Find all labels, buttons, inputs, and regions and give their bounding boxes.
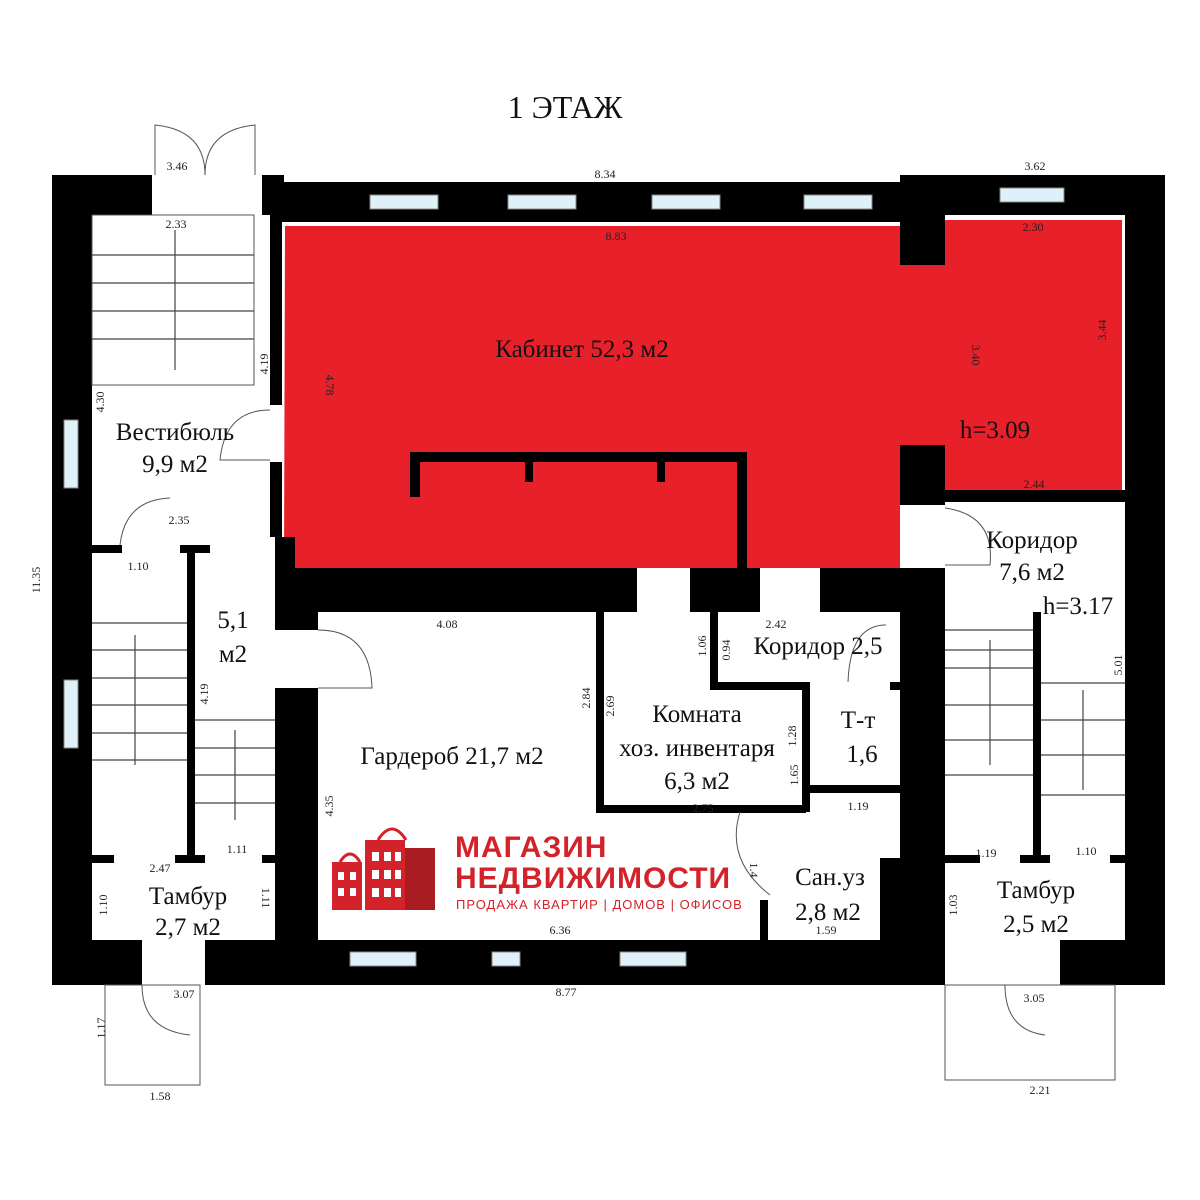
dimension-label: 1.19 — [976, 846, 997, 860]
dimension-label: 8.83 — [606, 229, 627, 243]
dimension-label: 1.59 — [816, 923, 837, 937]
dimension-label: 1.58 — [150, 1089, 171, 1103]
dimension-label: 1.65 — [787, 765, 801, 786]
dimension-label: 1.17 — [94, 1018, 108, 1039]
room-wardrobe: Гардероб 21,7 м2 — [360, 743, 543, 770]
dimension-label: 1.28 — [785, 726, 799, 747]
dimension-label: 8.34 — [595, 167, 616, 181]
room-tambour-right-name: Тамбур — [997, 877, 1075, 904]
dimension-label: 3.62 — [1025, 159, 1046, 173]
room-bathroom-area: 2,8 м2 — [795, 899, 861, 926]
dimension-label: 1.4 — [747, 863, 761, 878]
room-labels: Кабинет 52,3 м2 h=3.09 Вестибюль 9,9 м2 … — [116, 336, 1113, 941]
dimension-label: 2.69 — [603, 696, 617, 717]
room-toilet-area: 1,6 — [846, 741, 877, 768]
doors — [104, 124, 1116, 1086]
dimension-label: 2.35 — [169, 513, 190, 527]
room-stair-unit: м2 — [219, 641, 247, 668]
cabinet-height: h=3.09 — [960, 417, 1030, 444]
dimension-label: 1.11 — [259, 888, 273, 909]
dimension-label: 3.46 — [167, 159, 188, 173]
dimension-label: 4.35 — [322, 796, 336, 817]
dimension-label: 2.84 — [579, 688, 593, 709]
room-tambour-left-name: Тамбур — [149, 883, 227, 910]
room-corridor-name: Коридор — [986, 527, 1078, 554]
dimension-label: 4.78 — [323, 375, 337, 396]
dimension-label: 5.01 — [1111, 655, 1125, 676]
dimension-label: 2.75 — [693, 801, 714, 815]
logo-line1: МАГАЗИН — [455, 831, 607, 864]
dimension-label: 11.35 — [29, 567, 43, 594]
room-storage-2: хоз. инвентаря — [619, 735, 775, 762]
dimension-labels: 3.46 2.33 8.34 8.83 3.62 2.30 3.40 3.44 … — [29, 159, 1125, 1103]
dimension-label: 3.07 — [174, 987, 195, 1001]
buildings-logo-icon — [332, 827, 435, 910]
dimension-label: 4.19 — [197, 684, 211, 705]
room-bathroom-name: Сан.уз — [795, 864, 865, 891]
room-corridor-small: Коридор 2,5 — [753, 633, 882, 660]
dimension-label: 6.36 — [550, 923, 571, 937]
walls — [52, 175, 1165, 985]
dimension-label: 3.40 — [969, 345, 983, 366]
dimension-label: 2.44 — [1024, 477, 1045, 491]
room-storage-3: 6,3 м2 — [664, 768, 730, 795]
dimension-label: 2.30 — [1023, 220, 1044, 234]
dimension-label: 2.21 — [1030, 1083, 1051, 1097]
cabinet-highlight — [284, 220, 1122, 568]
room-tambour-right-area: 2,5 м2 — [1003, 911, 1069, 938]
dimension-label: 1.11 — [227, 842, 248, 856]
corridor-height: h=3.17 — [1043, 593, 1113, 620]
logo-tagline: ПРОДАЖА КВАРТИР | ДОМОВ | ОФИСОВ — [456, 897, 743, 912]
dimension-label: 3.44 — [1095, 320, 1109, 341]
dimension-label: 1.10 — [1076, 844, 1097, 858]
dimension-label: 1.19 — [848, 799, 869, 813]
dimension-label: 4.19 — [257, 354, 271, 375]
dimension-label: 1.06 — [695, 636, 709, 657]
logo-line2: НЕДВИЖИМОСТИ — [455, 862, 731, 895]
windows — [63, 187, 1065, 967]
dimension-label: 2.47 — [150, 861, 171, 875]
room-vestibule-area: 9,9 м2 — [142, 451, 208, 478]
stairs — [91, 214, 1125, 820]
floor-title: 1 ЭТАЖ — [508, 89, 623, 125]
dimension-label: 2.33 — [166, 217, 187, 231]
room-cabinet: Кабинет 52,3 м2 — [495, 336, 669, 363]
room-toilet-name: Т-т — [841, 707, 876, 734]
room-storage-1: Комната — [652, 701, 741, 728]
dimension-label: 4.30 — [93, 392, 107, 413]
dimension-label: 2.42 — [766, 617, 787, 631]
dimension-label: 1.10 — [96, 895, 110, 916]
dimension-label: 1.03 — [946, 895, 960, 916]
dimension-label: 0.94 — [719, 640, 733, 661]
dimension-label: 8.77 — [556, 985, 577, 999]
logo-watermark: МАГАЗИН НЕДВИЖИМОСТИ ПРОДАЖА КВАРТИР | Д… — [332, 827, 743, 912]
dimension-label: 3.05 — [1024, 991, 1045, 1005]
dimension-label: 1.10 — [128, 559, 149, 573]
room-corridor-area: 7,6 м2 — [999, 559, 1065, 586]
room-vestibule-name: Вестибюль — [116, 419, 234, 446]
dimension-label: 4.08 — [437, 617, 458, 631]
room-tambour-left-area: 2,7 м2 — [155, 914, 221, 941]
room-stair-area: 5,1 — [217, 607, 248, 634]
